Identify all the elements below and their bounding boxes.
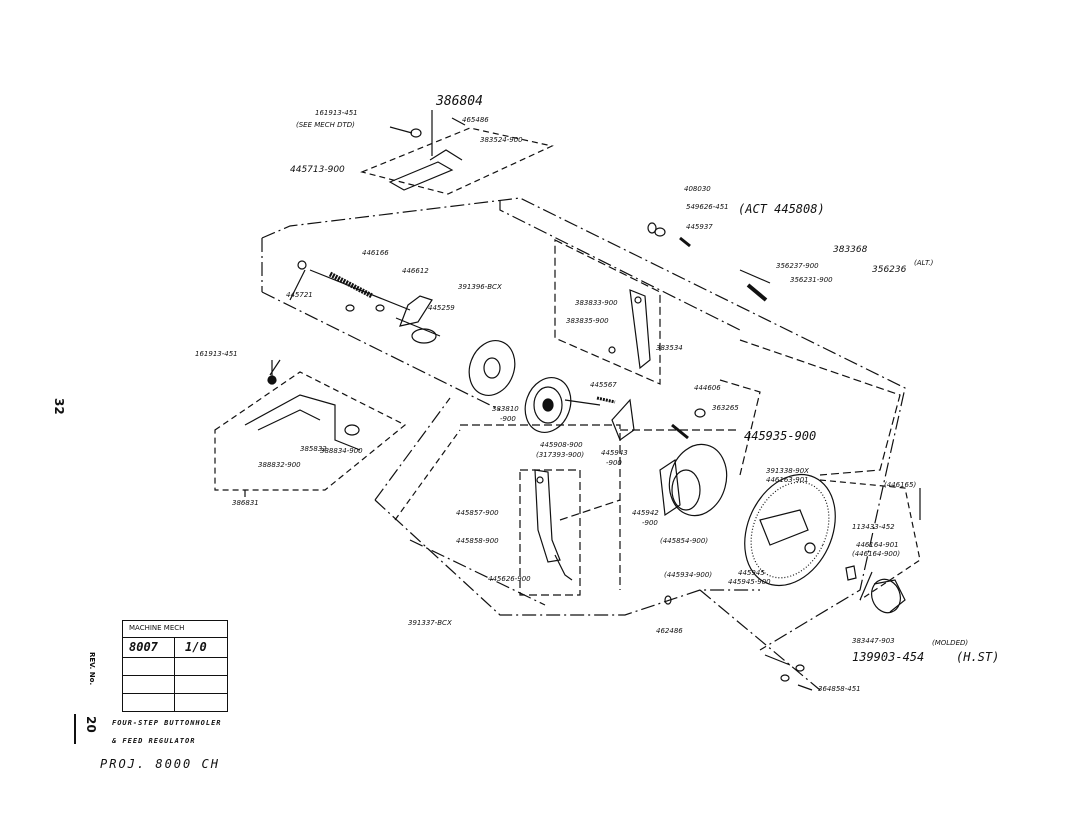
- top-plate-part: [388, 161, 454, 191]
- label-446165: (446165): [884, 481, 917, 489]
- lower-lever: [534, 469, 561, 563]
- label-161913-451-top: 161913-451: [315, 109, 358, 117]
- label-383835: 383835-900: [566, 317, 609, 325]
- label-see-mech-dtd: (SEE MECH DTD): [296, 121, 355, 129]
- label-386831: 386831: [232, 499, 259, 507]
- label-445935: 445935-900: [744, 429, 817, 443]
- label-445857: 445857-900: [456, 509, 499, 517]
- label-385832: 385832: [300, 445, 327, 453]
- label-445626: 445626-900: [488, 575, 531, 583]
- label-445713: 445713-900: [290, 165, 345, 175]
- label-356237: 356237-900: [776, 262, 819, 270]
- page-number: 32: [52, 398, 66, 415]
- machine-mech-table: MACHINE MECH 8007 1/0: [122, 620, 228, 712]
- label-363265: 363265: [712, 404, 739, 412]
- label-445854: (445854-900): [660, 537, 709, 545]
- table-column-divider: [174, 637, 175, 711]
- label-383447: 383447-903: [852, 637, 895, 645]
- label-445858: 445858-900: [456, 537, 499, 545]
- label-113433: 113433-452: [852, 523, 895, 531]
- label-391396: 391396-BCX: [458, 283, 502, 291]
- label-445908: 445908-900: [540, 441, 583, 449]
- cam-dial: [668, 443, 728, 517]
- label-465486: 465486: [462, 116, 489, 124]
- rev-label: REV. No.: [88, 652, 96, 686]
- label-445942: 445942: [632, 509, 659, 517]
- bracket-envelope: [214, 371, 407, 491]
- label-383810: 383810: [492, 405, 519, 413]
- large-dial: [744, 473, 836, 587]
- table-divider: [123, 693, 227, 694]
- label-446164-900: (446164-900): [852, 550, 901, 558]
- main-envelope: [261, 197, 906, 651]
- label-446164-901: 446164-901: [856, 541, 899, 549]
- label-386804: 386804: [436, 94, 483, 109]
- label-446166: 446166: [362, 249, 389, 257]
- table-divider: [123, 657, 227, 658]
- label-445721: 445721: [286, 291, 313, 299]
- label-445942-suffix: -900: [642, 519, 658, 527]
- label-hst: (H.ST): [956, 650, 1000, 664]
- label-388834: 388834-900: [320, 447, 363, 455]
- label-445945: 445945: [738, 569, 765, 577]
- title-line-3: PROJ. 8000 CH: [100, 757, 220, 771]
- label-446612: 446612: [402, 267, 429, 275]
- label-317393: (317393-900): [536, 451, 585, 459]
- label-383833: 383833-900: [575, 299, 618, 307]
- label-391338: 391338-90X: [766, 467, 809, 475]
- label-408030: 408030: [684, 185, 711, 193]
- label-445943-suffix: -900: [606, 459, 622, 467]
- label-445945-900: 445945-900: [728, 578, 771, 586]
- label-391337: 391337-BCX: [408, 619, 452, 627]
- long-lever: [629, 289, 651, 370]
- label-356236: 356236: [872, 265, 907, 275]
- top-plate-outline: [360, 127, 554, 195]
- label-446163: 446163-901: [766, 476, 809, 484]
- table-cell-machine: 8007: [129, 640, 158, 654]
- cam-plate-1: [468, 340, 516, 396]
- rev-number: 20: [84, 716, 98, 733]
- label-549626: 549626-451: [686, 203, 729, 211]
- label-445567: 445567: [590, 381, 617, 389]
- label-383810-suffix: -900: [500, 415, 516, 423]
- lower-frame-envelope: [374, 499, 760, 616]
- label-364858: 364858-451: [818, 685, 861, 693]
- label-462486: 462486: [656, 627, 683, 635]
- table-cell-mech: 1/0: [185, 640, 207, 654]
- bracket-part: [244, 394, 361, 451]
- label-molded: (MOLDED): [932, 639, 969, 647]
- rev-underline: [74, 714, 76, 744]
- title-line-1: FOUR-STEP BUTTONHOLER: [112, 719, 222, 727]
- label-444606: 444606: [694, 384, 721, 392]
- table-divider: [123, 637, 227, 638]
- label-445259: 445259: [428, 304, 455, 312]
- title-line-2: & FEED REGULATOR: [112, 737, 196, 745]
- label-356231: 356231-900: [790, 276, 833, 284]
- small-lever: [611, 398, 635, 441]
- label-alt: (ALT.): [914, 259, 934, 267]
- label-act-note: (ACT 445808): [738, 202, 825, 216]
- label-445934: (445934-900): [664, 571, 713, 579]
- knob: [871, 578, 901, 614]
- fork-lever: [399, 295, 433, 327]
- table-header: MACHINE MECH: [129, 624, 185, 632]
- label-383368: 383368: [833, 245, 868, 255]
- table-divider: [123, 675, 227, 676]
- label-445937: 445937: [686, 223, 713, 231]
- label-388832: 388832-900: [258, 461, 301, 469]
- label-383534: 383534: [656, 344, 683, 352]
- cam-plate-2: [524, 377, 572, 433]
- label-161913-451-left: 161913-451: [195, 350, 238, 358]
- label-139903: 139903-454: [852, 650, 925, 664]
- label-383524: 383524-900: [480, 136, 523, 144]
- label-445943: 445943: [601, 449, 628, 457]
